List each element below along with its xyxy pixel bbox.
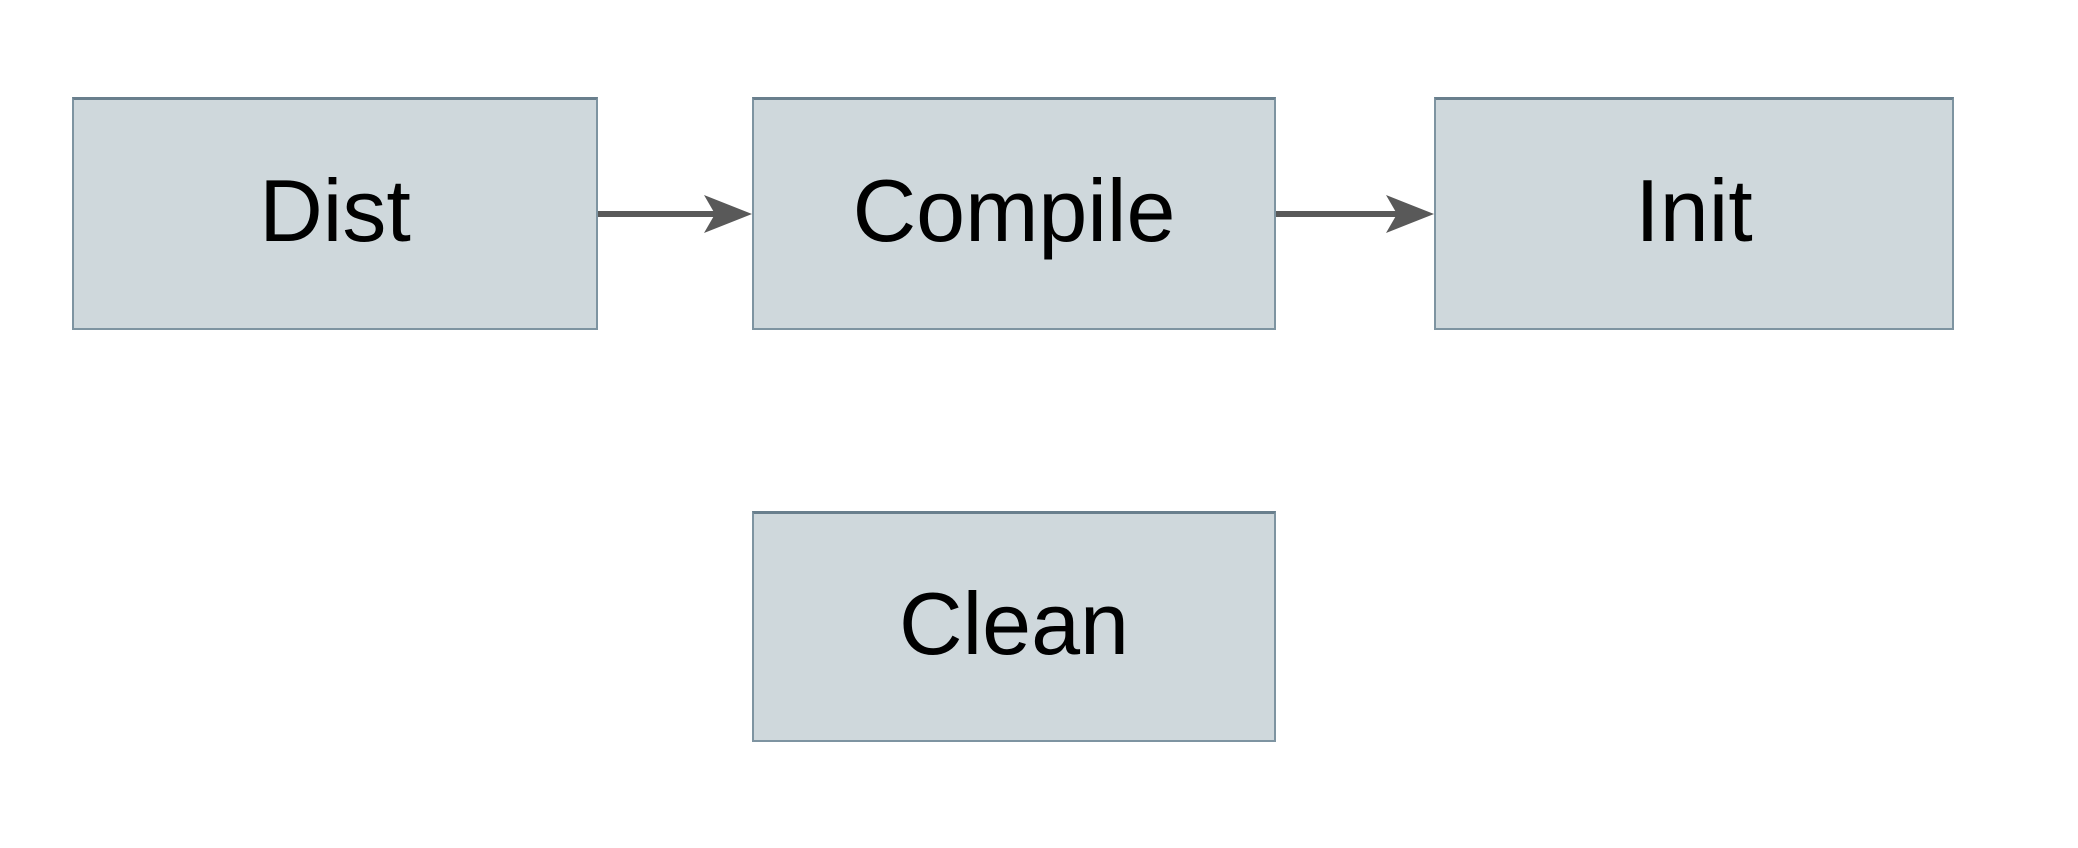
node-init-label: Init (1635, 161, 1753, 260)
node-init: Init (1434, 97, 1954, 330)
arrow-head (1386, 195, 1434, 233)
arrow-shaft (1276, 211, 1402, 217)
node-dist: Dist (72, 97, 598, 330)
arrow-head (704, 195, 752, 233)
node-compile-label: Compile (852, 161, 1176, 260)
node-clean: Clean (752, 511, 1276, 742)
node-clean-label: Clean (899, 574, 1129, 673)
arrow-dist-to-compile-icon (598, 195, 752, 233)
node-compile: Compile (752, 97, 1276, 330)
arrow-compile-to-init-icon (1276, 195, 1434, 233)
node-dist-label: Dist (259, 161, 411, 260)
arrow-shaft (598, 211, 720, 217)
